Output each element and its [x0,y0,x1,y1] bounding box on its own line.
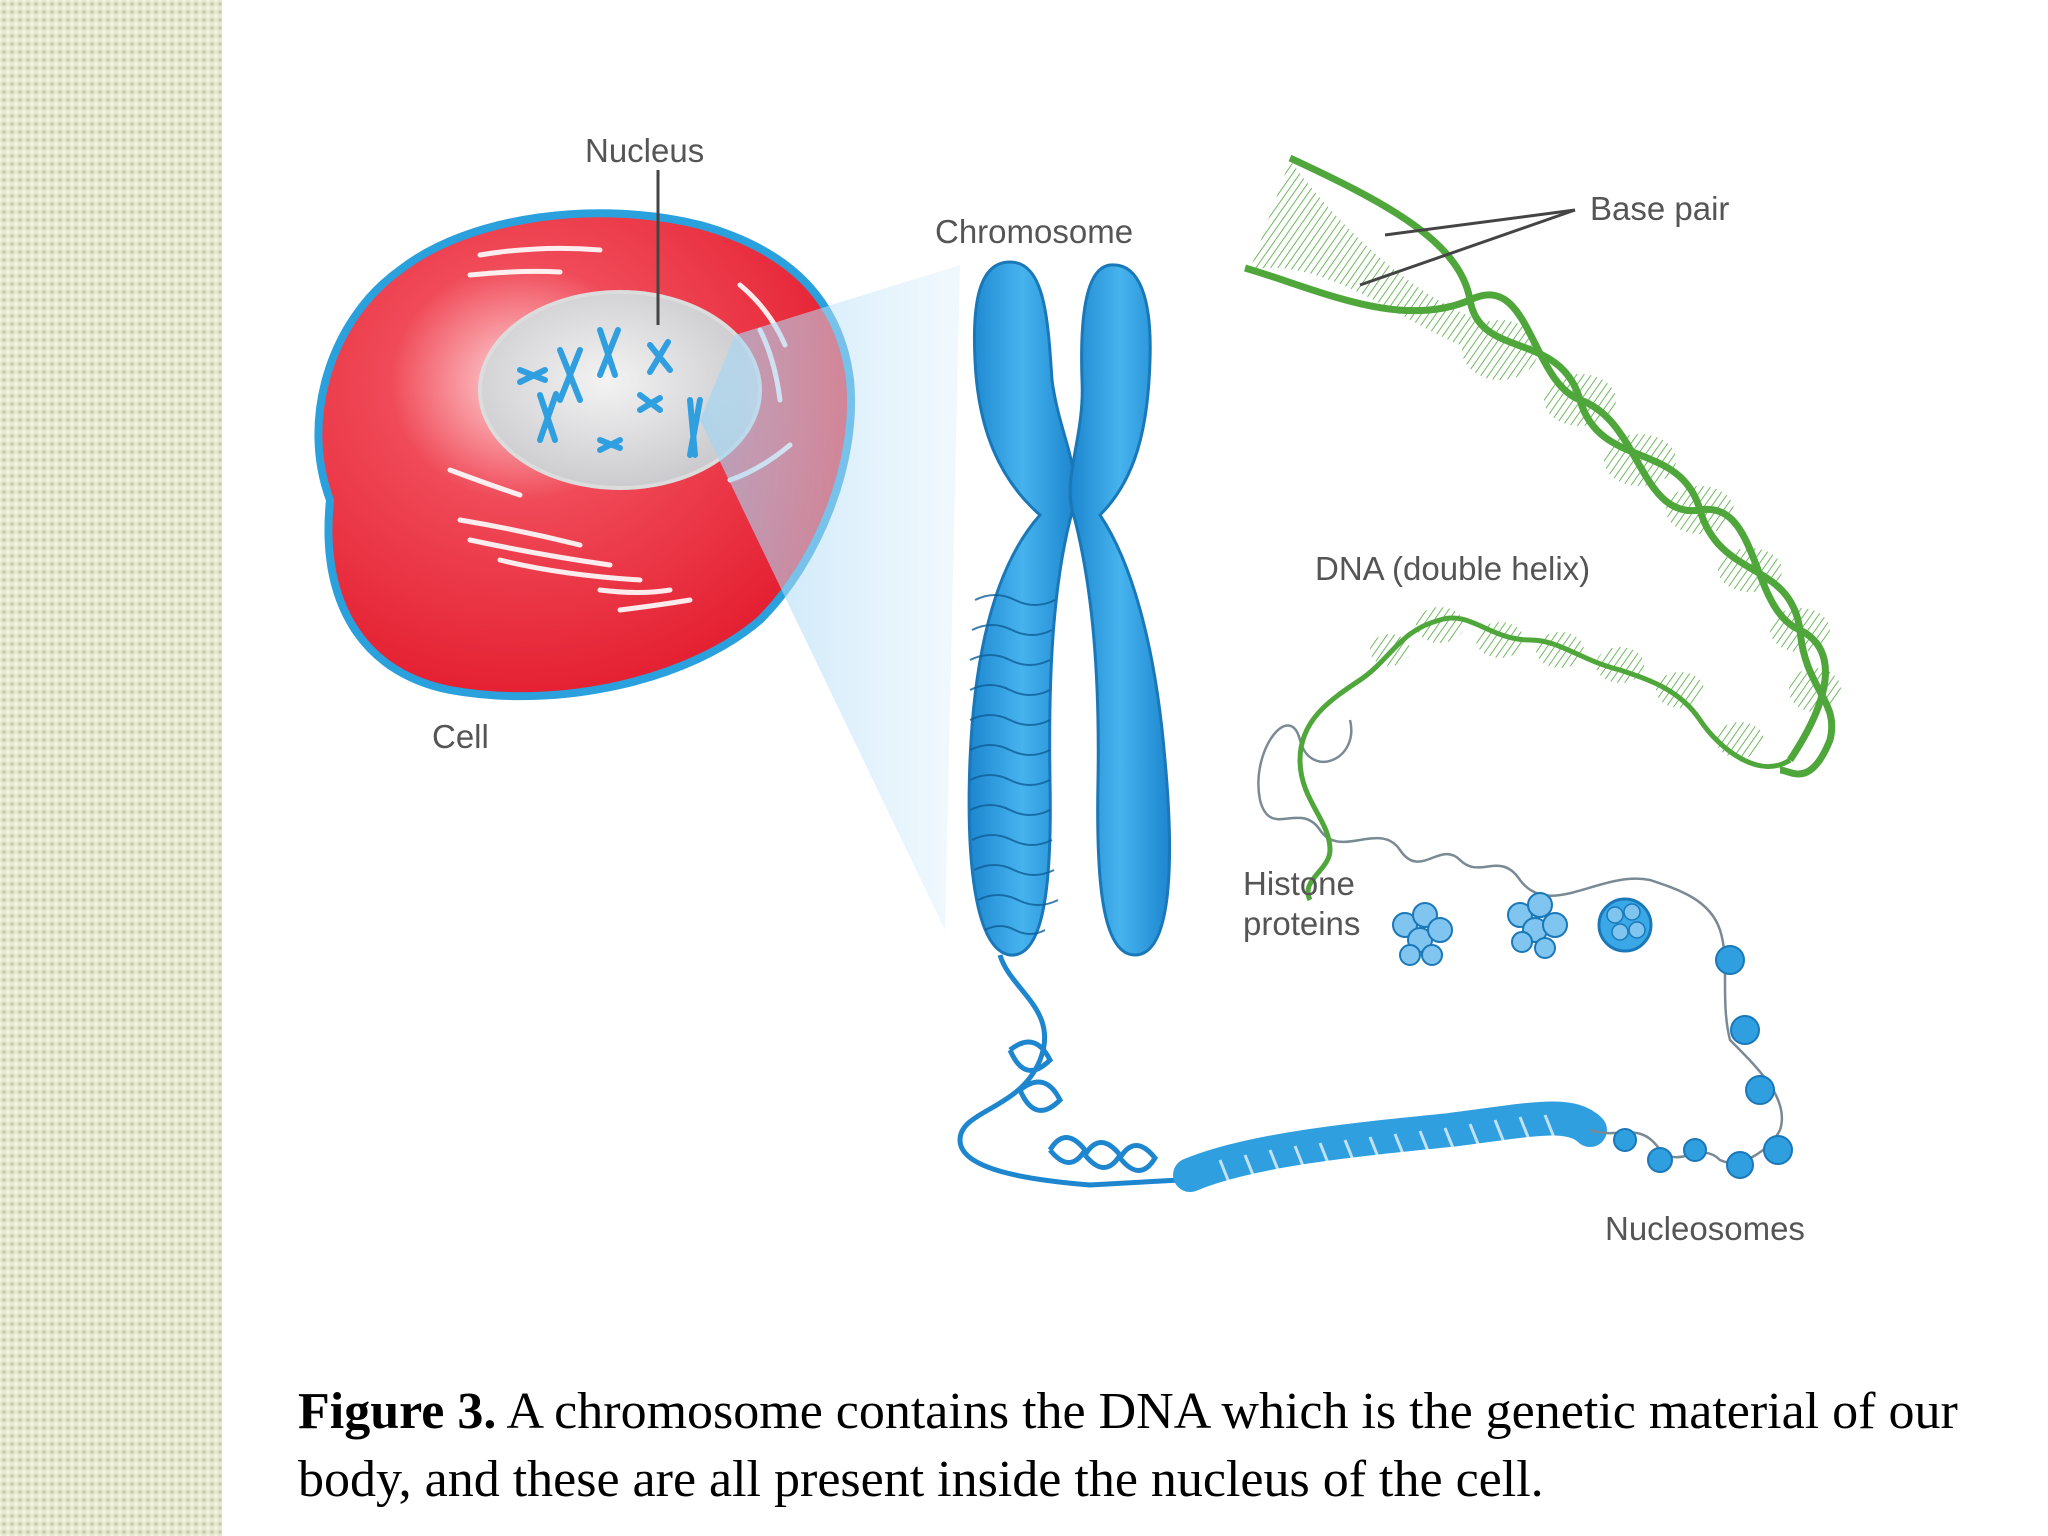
nucleus-chromosomes [517,327,703,458]
base-pair-pointers [1359,208,1576,287]
histone-clusters [1392,892,1653,966]
chromatin-fiber [957,719,1793,1192]
solenoid-fiber [1173,1101,1607,1192]
label-base-pair: Base pair [1590,190,1729,227]
label-nucleus: Nucleus [585,132,704,169]
chromatin-coils [969,594,1059,935]
label-chromosome: Chromosome [935,213,1133,250]
decorative-side-strip [0,0,222,1536]
dna-strand-from-chromosome [957,954,1181,1188]
dna-top-ladder [1250,160,1480,345]
chromosome-right-chromatid [1068,263,1172,957]
figure-label: Figure 3. [298,1383,497,1440]
dna-strand-1 [1288,154,1836,778]
caption-text: A chromosome contains the DNA which is t… [298,1383,1958,1508]
dna-rungs [1462,320,1841,712]
zoom-cone [700,265,960,930]
chromosome-illustration [967,260,1172,957]
label-histone-line1: Histone [1243,865,1355,902]
figure-caption: Figure 3. A chromosome contains the DNA … [298,1378,2018,1514]
chromosome-diagram: Nucleus Chromosome Base pair Cell DNA (d… [314,132,1841,1247]
dna-lower-rungs [1370,607,1764,758]
dna-double-helix [1244,154,1841,902]
chromosome-left-chromatid [967,260,1077,957]
label-cell: Cell [432,718,489,755]
coil-loops [1007,1039,1159,1173]
label-dna: DNA (double helix) [1315,550,1590,587]
solenoid-texture [1218,1114,1557,1186]
label-histone-line2: proteins [1243,905,1360,942]
nucleosome-beads [1613,945,1793,1179]
cell-illustration [314,170,855,701]
label-nucleosomes: Nucleosomes [1605,1210,1805,1247]
